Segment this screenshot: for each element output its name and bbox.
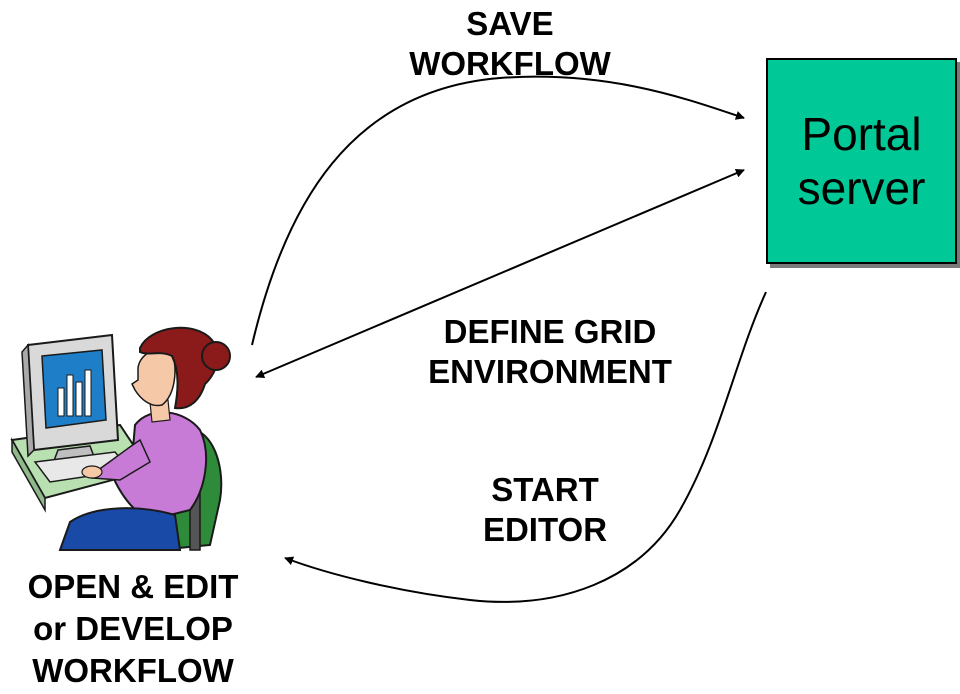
start-editor-label: START EDITOR	[455, 470, 635, 550]
user-caption-line2: or DEVELOP	[33, 610, 233, 647]
user-caption: OPEN & EDIT or DEVELOP WORKFLOW	[2, 566, 264, 692]
define-grid-environment-label-line1: DEFINE GRID	[443, 313, 657, 350]
save-workflow-label-line2: WORKFLOW	[409, 45, 611, 82]
save-workflow-label: SAVE WORKFLOW	[380, 4, 640, 84]
start-editor-label-line1: START	[491, 471, 599, 508]
define-grid-environment-arrow	[255, 169, 745, 378]
save-workflow-arrow	[251, 75, 745, 346]
woman-at-computer-icon	[10, 326, 231, 551]
define-grid-environment-label: DEFINE GRID ENVIRONMENT	[400, 312, 700, 392]
user-caption-line1: OPEN & EDIT	[27, 568, 239, 605]
portal-server-box: Portal server	[766, 58, 957, 264]
portal-server-label-line1: Portal	[801, 108, 922, 160]
start-editor-label-line2: EDITOR	[482, 511, 608, 548]
user-caption-line3: WORKFLOW	[32, 652, 234, 689]
save-workflow-label-line1: SAVE	[466, 5, 554, 42]
portal-server-label-line2: server	[797, 162, 926, 214]
define-grid-environment-label-line2: ENVIRONMENT	[428, 353, 672, 390]
start-editor-arrow	[284, 291, 767, 603]
